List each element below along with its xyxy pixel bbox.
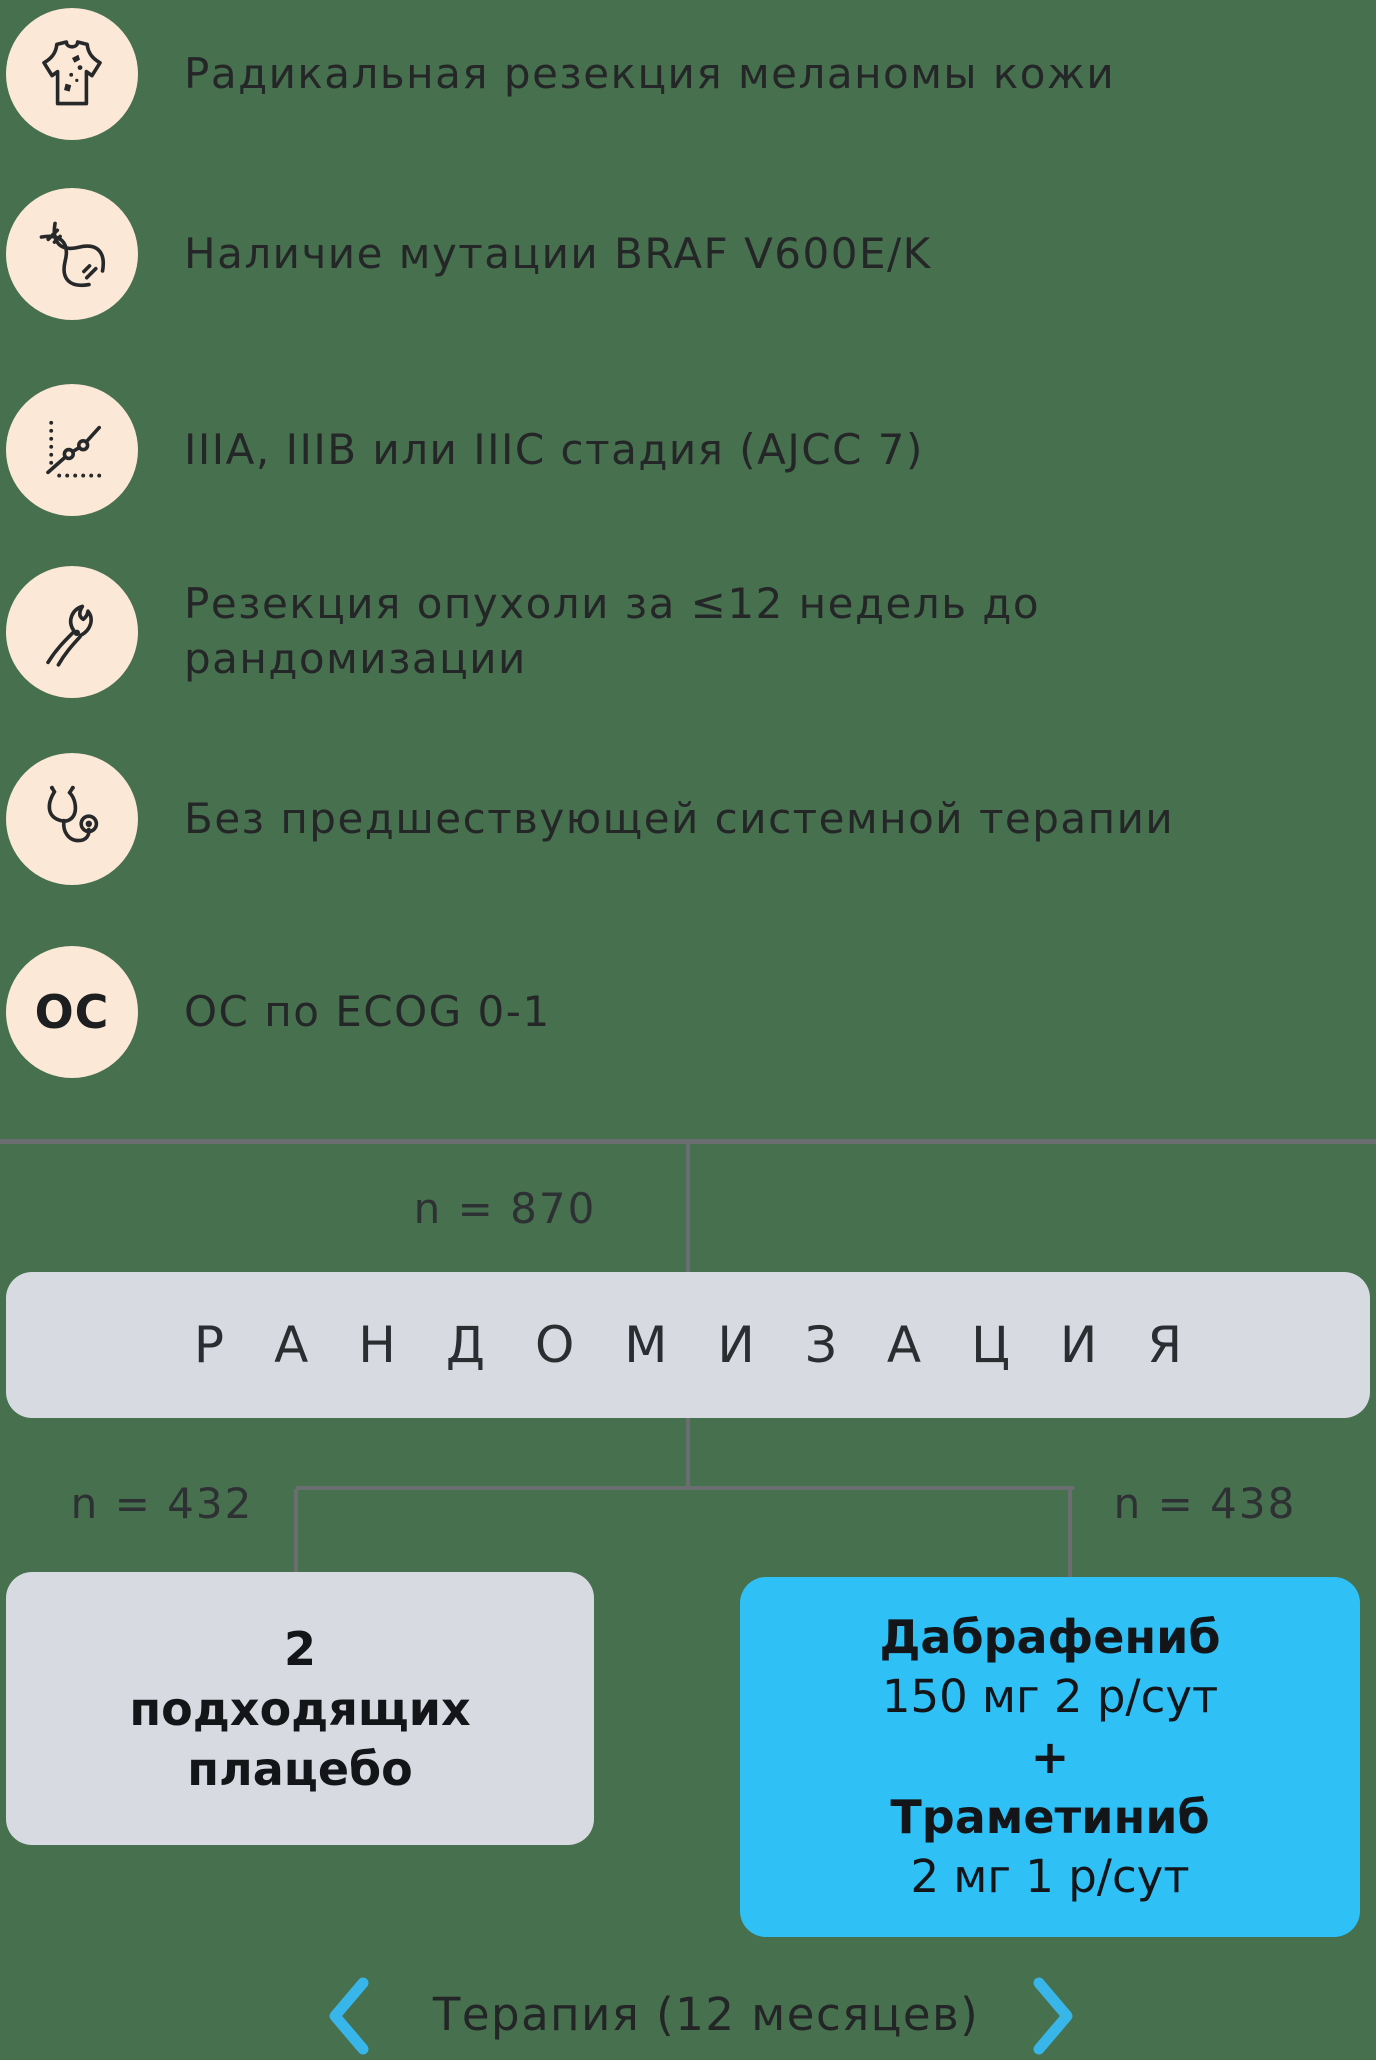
criterion-text: IIIA, IIIB или IIIC стадия (AJCC 7) [184, 424, 924, 474]
criterion-icon-circle [6, 188, 138, 320]
flow-vertical-line-upper [686, 1144, 690, 1273]
placebo-line: 2 [283, 1621, 316, 1676]
combo-arm-box: Дабрафениб 150 мг 2 р/сут + Траметиниб 2… [740, 1577, 1360, 1937]
torso-melanoma-icon [42, 40, 102, 106]
criteria-row: Радикальная резекция меланомы кожи [6, 8, 1115, 140]
n-total-label: n = 870 [413, 1184, 597, 1233]
drug-dose: 150 мг 2 р/сут [881, 1670, 1219, 1723]
criteria-row: Без предшествующей системной терапии [6, 753, 1174, 885]
criterion-icon-circle [6, 8, 138, 140]
criterion-text: Радикальная резекция меланомы кожи [184, 48, 1116, 98]
criterion-text: Резекция опухоли за ≤12 недель до рандом… [184, 579, 1041, 683]
criterion-text: Наличие мутации BRAF V600E/K [184, 228, 932, 278]
criteria-row: IIIA, IIIB или IIIC стадия (AJCC 7) [6, 384, 924, 516]
criterion-text: ОС по ECOG 0-1 [184, 986, 551, 1036]
drug-dose: 2 мг 1 р/сут [910, 1850, 1190, 1903]
criterion-icon-circle [6, 753, 138, 885]
criteria-row: Наличие мутации BRAF V600E/K [6, 188, 932, 320]
criterion-icon-circle [6, 566, 138, 698]
flow-vertical-line-mid [686, 1418, 690, 1487]
randomization-label: РАНДОМИЗАЦИЯ [193, 1316, 1233, 1374]
therapy-duration-label: Терапия (12 месяцев) [432, 1988, 980, 2041]
criteria-row: ОС ОС по ECOG 0-1 [6, 946, 551, 1078]
plus-sign: + [1030, 1730, 1070, 1784]
n-right-label: n = 438 [1113, 1479, 1297, 1528]
chevron-left-icon [329, 1977, 369, 2055]
flow-top-line [0, 1139, 1376, 1144]
criterion-icon-circle: ОС [6, 946, 138, 1078]
stage-chart-icon [46, 420, 102, 478]
criterion-text: Без предшествующей системной терапии [184, 793, 1175, 843]
randomization-box: РАНДОМИЗАЦИЯ [6, 1272, 1370, 1418]
criterion-icon-circle [6, 384, 138, 516]
placebo-arm-box: 2 подходящих плацебо [6, 1572, 594, 1845]
surgical-pliers-icon [46, 604, 93, 667]
oc-badge-icon: ОС [34, 985, 110, 1039]
drug-name: Траметиниб [890, 1790, 1210, 1844]
stethoscope-icon [47, 785, 99, 843]
branch-drop-left [294, 1489, 298, 1573]
branch-drop-right [1068, 1489, 1072, 1578]
placebo-line: подходящих [129, 1681, 471, 1736]
chevron-right-icon [1033, 1977, 1073, 2055]
n-left-label: n = 432 [70, 1479, 254, 1528]
drug-name: Дабрафениб [879, 1610, 1221, 1664]
dna-icon [39, 221, 106, 288]
criteria-row: Резекция опухоли за ≤12 недель до рандом… [6, 566, 1084, 698]
branch-line [296, 1486, 1074, 1490]
placebo-line: плацебо [187, 1741, 413, 1796]
